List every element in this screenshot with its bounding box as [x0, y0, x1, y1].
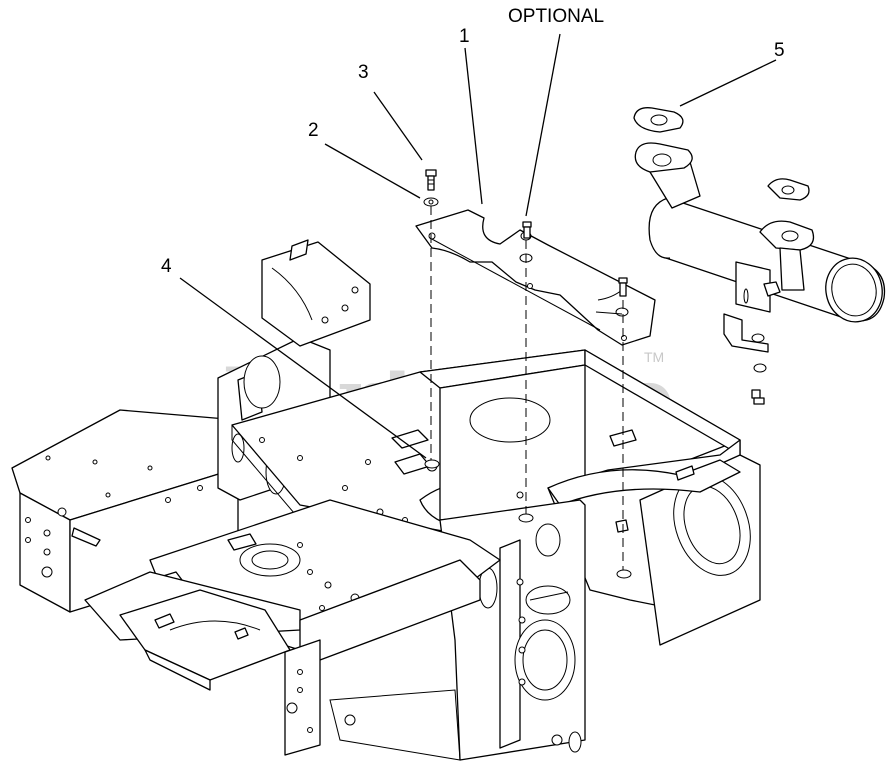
callout-1: 1	[459, 26, 470, 47]
optional-bolt-1	[522, 221, 532, 239]
washer-part-4	[424, 459, 440, 469]
muffler-part-5	[634, 142, 886, 405]
callout-optional: OPTIONAL	[508, 6, 604, 27]
callout-leaders	[179, 33, 777, 459]
muffler-gasket	[633, 107, 684, 133]
callout-5: 5	[774, 40, 785, 61]
washer-hole-icon	[428, 199, 434, 205]
callout-3: 3	[358, 62, 369, 83]
bolt-part-3	[425, 169, 437, 191]
frame-left-rail	[11, 409, 239, 613]
frame-assembly	[11, 239, 761, 761]
optional-bolt-2	[618, 277, 628, 297]
assembly-centerlines	[430, 206, 624, 575]
frame-lower-deck	[84, 491, 524, 761]
lower-washer-right	[616, 569, 632, 579]
callout-4: 4	[161, 256, 172, 277]
callout-2: 2	[308, 120, 319, 141]
watermark-trademark: TM	[644, 349, 664, 365]
lower-washer-center	[518, 513, 534, 523]
